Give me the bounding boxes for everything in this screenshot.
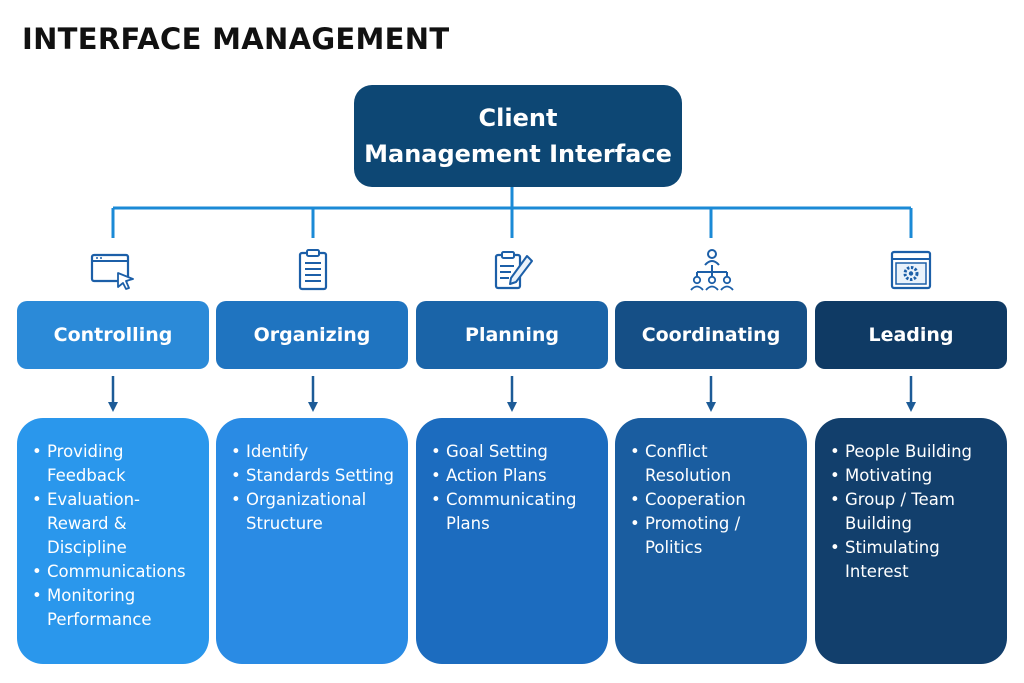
column-label: Planning [465, 324, 559, 346]
column-label: Coordinating [641, 324, 781, 346]
arrow-down-icon [308, 402, 318, 412]
list-item: Group / Team Building [829, 488, 999, 536]
clipboard-pen-icon [489, 246, 537, 294]
column-label: Leading [868, 324, 954, 346]
list-item: Evaluation- Reward & Discipline [31, 488, 201, 560]
root-node: Client Management Interface [354, 85, 682, 187]
list-item: Identify [230, 440, 400, 464]
column-head-coordinating: Coordinating [615, 301, 807, 369]
list-item: Organizational Structure [230, 488, 400, 536]
list-item: Cooperation [629, 488, 799, 512]
list-item: Promoting / Politics [629, 512, 799, 560]
page-title: INTERFACE MANAGEMENT [22, 22, 450, 56]
column-head-planning: Planning [416, 301, 608, 369]
gear-window-icon [887, 246, 935, 294]
browser-cursor-icon [89, 246, 137, 294]
clipboard-list-icon [289, 246, 337, 294]
column-label: Organizing [253, 324, 371, 346]
list-item: Monitoring Performance [31, 584, 201, 632]
column-label: Controlling [53, 324, 173, 346]
list-item: Action Plans [430, 464, 600, 488]
column-body-planning: Goal Setting Action Plans Communicating … [416, 418, 608, 664]
org-chart-icon [688, 246, 736, 294]
arrow-down-icon [108, 402, 118, 412]
list-item: Communicating Plans [430, 488, 600, 536]
column-body-organizing: Identify Standards Setting Organizationa… [216, 418, 408, 664]
list-item: People Building [829, 440, 999, 464]
list-item: Standards Setting [230, 464, 400, 488]
column-body-coordinating: Conflict Resolution Cooperation Promotin… [615, 418, 807, 664]
column-body-controlling: Providing Feedback Evaluation- Reward & … [17, 418, 209, 664]
arrow-down-icon [706, 402, 716, 412]
arrow-down-icon [507, 402, 517, 412]
list-item: Providing Feedback [31, 440, 201, 488]
list-item: Goal Setting [430, 440, 600, 464]
column-body-leading: People Building Motivating Group / Team … [815, 418, 1007, 664]
root-line-1: Client [478, 104, 558, 132]
column-head-controlling: Controlling [17, 301, 209, 369]
column-head-leading: Leading [815, 301, 1007, 369]
list-item: Motivating [829, 464, 999, 488]
root-line-2: Management Interface [364, 140, 672, 168]
list-item: Communications [31, 560, 201, 584]
list-item: Stimulating Interest [829, 536, 999, 584]
column-head-organizing: Organizing [216, 301, 408, 369]
list-item: Conflict Resolution [629, 440, 799, 488]
arrow-down-icon [906, 402, 916, 412]
